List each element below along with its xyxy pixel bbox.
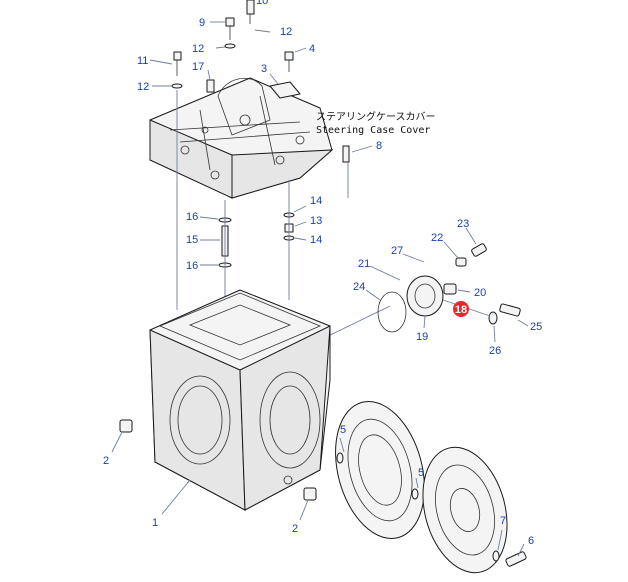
callout-11[interactable]: 11 xyxy=(137,55,148,67)
bolt-part-9[interactable] xyxy=(225,17,235,40)
bolt-part-25[interactable] xyxy=(499,303,521,317)
callout-19[interactable]: 19 xyxy=(416,331,428,343)
washer-part-12-left[interactable] xyxy=(171,83,183,89)
bolt-part-22[interactable] xyxy=(455,257,467,267)
plug-part-2-left[interactable] xyxy=(119,419,133,433)
bolt-part-11[interactable] xyxy=(173,51,182,76)
callout-16[interactable]: 16 xyxy=(186,260,198,272)
callout-12[interactable]: 12 xyxy=(137,81,149,93)
gasket-part-24[interactable] xyxy=(377,291,407,333)
callout-13[interactable]: 13 xyxy=(310,215,322,227)
callout-3[interactable]: 3 xyxy=(261,63,267,75)
callout-18-highlight[interactable]: 18 xyxy=(453,301,469,317)
highlight-marker xyxy=(453,301,469,317)
sensor-part-20[interactable] xyxy=(443,283,457,295)
callout-8[interactable]: 8 xyxy=(376,140,382,152)
washer-part-5-lower[interactable] xyxy=(411,488,419,500)
caption-english: Steering Case Cover xyxy=(316,125,430,136)
gasket-part-3[interactable] xyxy=(269,81,301,99)
callout-27[interactable]: 27 xyxy=(391,245,403,257)
callout-5[interactable]: 5 xyxy=(418,467,424,479)
bolt-part-23[interactable] xyxy=(471,243,487,257)
steering-case-cover[interactable] xyxy=(149,77,334,199)
washer-part-5-upper[interactable] xyxy=(336,452,344,464)
callout-12[interactable]: 12 xyxy=(192,43,204,55)
callout-4[interactable]: 4 xyxy=(309,43,315,55)
callout-24[interactable]: 24 xyxy=(353,281,365,293)
callout-26[interactable]: 26 xyxy=(489,345,501,357)
pin-part-8[interactable] xyxy=(342,145,350,163)
washer-part-7[interactable] xyxy=(492,550,500,562)
bolt-part-4[interactable] xyxy=(284,51,294,72)
ring-gear-cover[interactable] xyxy=(321,392,438,549)
callout-6[interactable]: 6 xyxy=(528,535,534,547)
callout-20[interactable]: 20 xyxy=(474,287,486,299)
callout-14[interactable]: 14 xyxy=(310,195,322,207)
callout-25[interactable]: 25 xyxy=(530,321,542,333)
callout-7[interactable]: 7 xyxy=(500,515,506,527)
callout-2[interactable]: 2 xyxy=(292,523,298,535)
bolt-part-6[interactable] xyxy=(505,551,527,567)
callout-9[interactable]: 9 xyxy=(199,17,205,29)
plug-part-17[interactable] xyxy=(206,79,215,93)
callout-18[interactable]: 18 xyxy=(455,304,467,316)
final-drive-cover[interactable] xyxy=(410,438,520,582)
transmission-case[interactable] xyxy=(149,289,331,511)
callout-17[interactable]: 17 xyxy=(192,61,204,73)
callout-21[interactable]: 21 xyxy=(358,258,370,270)
callout-5[interactable]: 5 xyxy=(340,424,346,436)
plug-part-2-bottom[interactable] xyxy=(303,487,317,501)
callout-1[interactable]: 1 xyxy=(152,517,158,529)
bolt-part-10[interactable] xyxy=(246,0,255,24)
callout-16[interactable]: 16 xyxy=(186,211,198,223)
callout-10[interactable]: 10 xyxy=(256,0,268,7)
cover-part-19[interactable] xyxy=(406,275,444,317)
caption-japanese: ステアリングケースカバー xyxy=(316,110,436,123)
callout-15[interactable]: 15 xyxy=(186,234,198,246)
callout-12[interactable]: 12 xyxy=(280,26,292,38)
callout-14[interactable]: 14 xyxy=(310,234,322,246)
washer-part-26[interactable] xyxy=(488,311,498,325)
callout-23[interactable]: 23 xyxy=(457,218,469,230)
washer-part-12[interactable] xyxy=(224,43,236,49)
callout-2[interactable]: 2 xyxy=(103,455,109,467)
callout-22[interactable]: 22 xyxy=(431,232,443,244)
